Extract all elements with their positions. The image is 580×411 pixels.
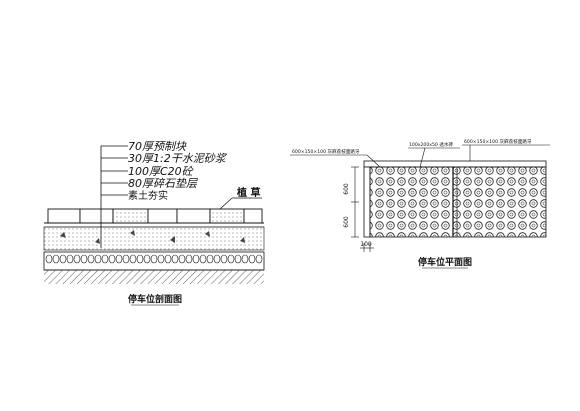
gravel-stone bbox=[73, 254, 81, 264]
gravel-stone bbox=[59, 254, 67, 264]
dim-600-bottom: 600 bbox=[343, 216, 350, 228]
gravel-stone bbox=[108, 254, 116, 264]
layer-label-3: 100厚C20砼 bbox=[128, 165, 195, 178]
gravel-stone bbox=[136, 254, 144, 264]
gravel-stone bbox=[206, 254, 214, 264]
paver-field bbox=[369, 166, 547, 238]
gravel-stone bbox=[122, 254, 130, 264]
section-drawing: 70厚预制块 30厚1:2干水泥砂浆 100厚C20砼 80厚碎石垫层 素土夯实… bbox=[43, 140, 265, 306]
paver-row bbox=[47, 208, 263, 224]
gravel-stone bbox=[52, 254, 60, 264]
gravel-stone bbox=[94, 254, 102, 264]
gravel-stone bbox=[66, 254, 74, 264]
gravel-stone bbox=[213, 254, 221, 264]
gravel-stone bbox=[129, 254, 137, 264]
layer-label-5: 素土夯实 bbox=[128, 189, 168, 202]
gravel-stone bbox=[80, 254, 88, 264]
gravel-stone bbox=[199, 254, 207, 264]
gravel-stone bbox=[220, 254, 228, 264]
gravel-stone bbox=[192, 254, 200, 264]
gravel-stone bbox=[87, 254, 95, 264]
gravel-stone bbox=[157, 254, 165, 264]
dim-100: 100 bbox=[360, 241, 372, 248]
gravel-stone bbox=[241, 254, 249, 264]
plan-drawing: 600×150×100 灰麻荔枝面路牙 100x200x50 透水砖 600×1… bbox=[290, 138, 550, 269]
layer-label-4: 80厚碎石垫层 bbox=[128, 177, 198, 190]
gravel-stone bbox=[115, 254, 123, 264]
gravel-stone bbox=[143, 254, 151, 264]
gravel-stone bbox=[171, 254, 179, 264]
gravel-stone bbox=[234, 254, 242, 264]
gravel-stone bbox=[178, 254, 186, 264]
section-title: 停车位剖面图 bbox=[128, 293, 182, 305]
gravel-stone bbox=[248, 254, 256, 264]
plan-title: 停车位平面图 bbox=[418, 256, 472, 268]
callout-curb-right: 600×150×100 灰麻荔枝面路牙 bbox=[464, 138, 532, 145]
gravel-stone bbox=[185, 254, 193, 264]
layer-label-2: 30厚1:2干水泥砂浆 bbox=[128, 152, 228, 165]
gravel-stone bbox=[101, 254, 109, 264]
layer-label-1: 70厚预制块 bbox=[128, 140, 187, 153]
gravel-stone bbox=[255, 254, 263, 264]
gravel-stone bbox=[164, 254, 172, 264]
gravel-stone bbox=[45, 254, 53, 264]
soil-layer bbox=[44, 270, 264, 284]
concrete-layer bbox=[43, 226, 265, 251]
callout-curb-left: 600×150×100 灰麻荔枝面路牙 bbox=[292, 148, 360, 155]
gravel-stone bbox=[227, 254, 235, 264]
grass-label: 植 草 bbox=[236, 186, 260, 199]
dim-600-top: 600 bbox=[343, 183, 350, 195]
gravel-stone bbox=[150, 254, 158, 264]
callout-paver: 100x200x50 透水砖 bbox=[409, 141, 453, 148]
